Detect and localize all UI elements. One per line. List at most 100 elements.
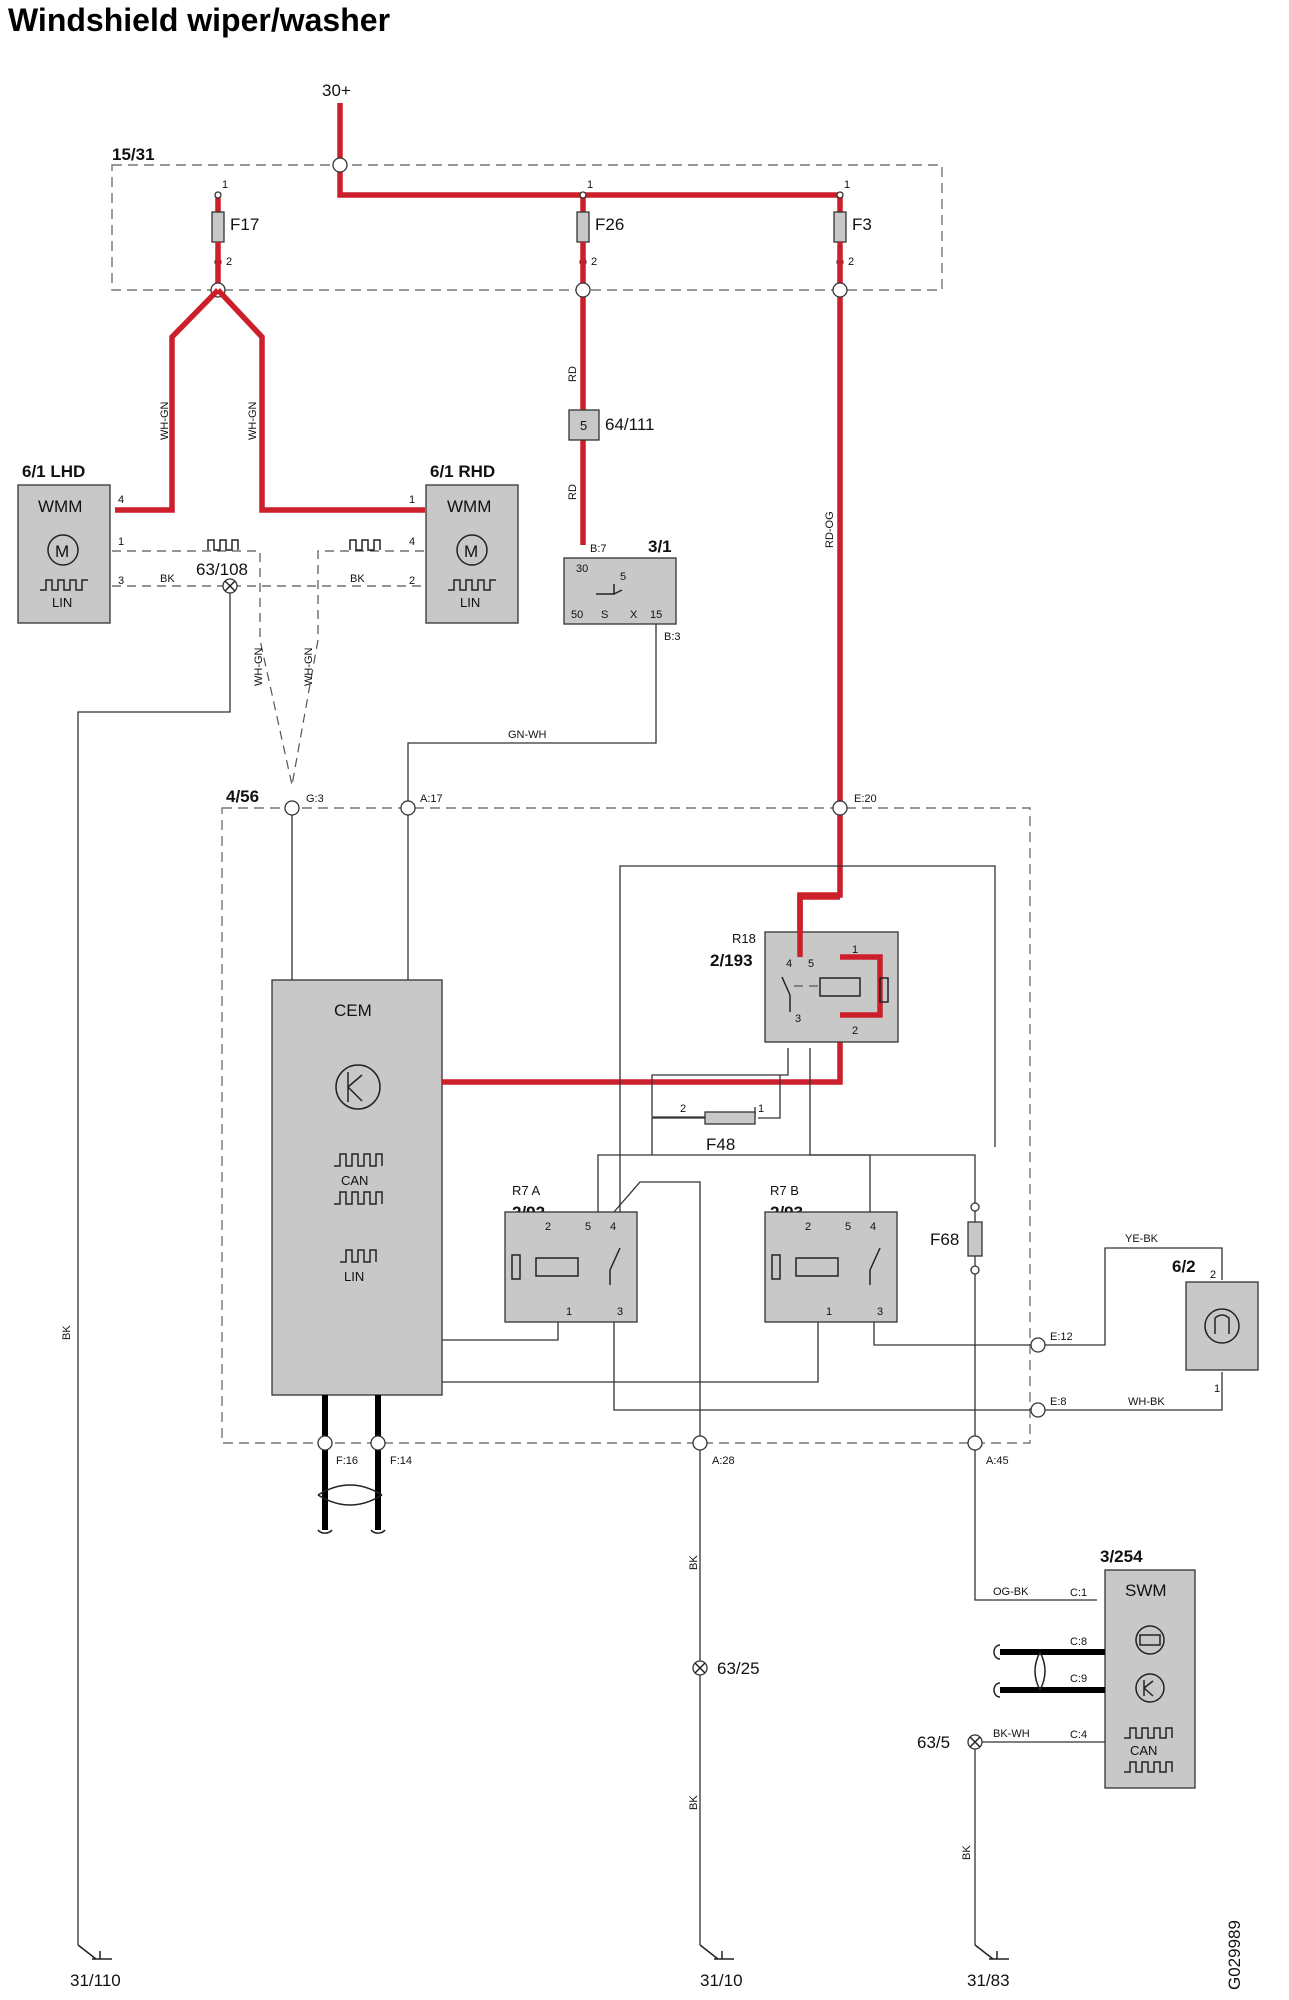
ground-31-10-label: 31/10: [700, 1971, 743, 1990]
wmm-rhd-pin-a: 1: [409, 494, 415, 506]
ground-63-25-cross: [694, 1662, 706, 1674]
cem-transistor-icon: [335, 1064, 381, 1110]
cem-pin-e20: [832, 800, 848, 816]
fuse-f68: [967, 1221, 983, 1257]
motor-6-2-pin-2: 2: [1210, 1269, 1216, 1281]
wire-wh-bk-color: WH-BK: [1128, 1396, 1165, 1408]
relay-r18-pin-2: 2: [852, 1025, 858, 1037]
wmm-lhd-id: 6/1 LHD: [22, 462, 85, 481]
wire-rd-og-color: RD-OG: [824, 511, 836, 548]
swm-can-bottom-icon: [1124, 1761, 1173, 1773]
relay-r18-pin-4: 4: [786, 958, 792, 970]
fuse-f26-label: F26: [595, 215, 624, 234]
wire-gn-wh-color: GN-WH: [508, 729, 547, 741]
wmm-rhd-motor-icon: [456, 534, 488, 566]
ground-31-110-label: 31/110: [70, 1971, 121, 1990]
relay-r18-pin-5: 5: [808, 958, 814, 970]
relay-r7b-pin-4: 4: [870, 1221, 876, 1233]
cem-pin-e12: [1030, 1337, 1046, 1353]
f26-pin-in: 1: [587, 179, 593, 191]
wire-bk-wh-color: BK-WH: [993, 1728, 1030, 1740]
cem-lin-label: LIN: [344, 1269, 364, 1284]
relay-r7a: [504, 1211, 638, 1323]
wire-wh-bk: [1045, 1372, 1223, 1411]
bk-rhd-color: BK: [350, 573, 365, 585]
swm-id: 3/254: [1100, 1547, 1143, 1566]
swm-pin-c9: C:9: [1070, 1673, 1087, 1685]
wmm-rhd-pin-b: 4: [409, 536, 415, 548]
wmm-rhd-bus: LIN: [460, 595, 480, 610]
cem-pin-a45-label: A:45: [986, 1455, 1009, 1467]
supply-label: 30+: [322, 81, 351, 100]
relay-r7a-name: R7 A: [512, 1183, 541, 1198]
ground-31-110-icon: [77, 1944, 112, 1960]
ignition-pin-30: 30: [576, 563, 588, 575]
wire-ye-bk: [1045, 1247, 1223, 1346]
f26-pin1: [579, 191, 587, 199]
f17-pin1: [214, 191, 222, 199]
f17-pin-out: 2: [226, 256, 232, 268]
relay-r7a-pin-5: 5: [585, 1221, 591, 1233]
wire-to-rhd: [215, 288, 425, 513]
wire-rhd-color: WH-GN: [247, 401, 259, 440]
cem-pin-f14-label: F:14: [390, 1455, 412, 1467]
ignition-pin-15: 15: [650, 609, 662, 621]
lin-pulse-rhd-icon: [349, 539, 381, 551]
relay-r7b-coil-icon: [795, 1257, 839, 1277]
wmm-lhd-module: [17, 484, 111, 624]
wire-og-bk-color: OG-BK: [993, 1586, 1029, 1598]
cem-frame: [221, 807, 1031, 1444]
relay-r7b-switch-icon: [869, 1247, 881, 1285]
wire-r7b-pin3-e12: [873, 1322, 1030, 1346]
swm-transistor-icon: [1135, 1673, 1165, 1703]
ground-63-5-cross: [969, 1736, 981, 1748]
ground-63-5-label: 63/5: [917, 1733, 950, 1752]
washer-motor: [1185, 1281, 1259, 1371]
relay-r7b-pin-5: 5: [845, 1221, 851, 1233]
wire-f48-r18: [758, 1075, 781, 1119]
cem-pin-a17: [400, 800, 416, 816]
lin-wire-rhd: [291, 550, 424, 786]
fuse-f48: [704, 1111, 756, 1125]
lin-rhd-color: WH-GN: [303, 647, 315, 686]
wire-rd-color-1: RD: [567, 366, 579, 382]
cem-pin-e8: [1030, 1402, 1046, 1418]
wire-bk-31-110: [77, 593, 231, 1945]
relay-r18-switch-icon: [781, 976, 791, 1012]
cem-pin-a28-label: A:28: [712, 1455, 735, 1467]
wmm-lhd-pulse-icon: [40, 579, 88, 591]
ignition-pin-s: S: [601, 609, 608, 621]
relay-r18-name: R18: [732, 931, 756, 946]
washer-motor-glyph: [1214, 1314, 1230, 1334]
relay-r7b-pin-1: 1: [826, 1306, 832, 1318]
wire-r18-to-f68: [809, 1048, 976, 1442]
ground-63-108-label: 63/108: [196, 560, 248, 579]
motor-6-2-pin-1: 1: [1214, 1383, 1220, 1395]
wmm-rhd-module: [425, 484, 519, 624]
wire-lhd-color: WH-GN: [159, 401, 171, 440]
swm-name: SWM: [1125, 1581, 1167, 1600]
cem-pin-g3: [284, 800, 300, 816]
wmm-rhd-name: WMM: [447, 497, 491, 516]
ignition-pin-5: 5: [620, 571, 626, 583]
cem-name: CEM: [334, 1001, 372, 1020]
relay-r7a-resistor-icon: [511, 1254, 521, 1280]
connector-64-111-label: 64/111: [605, 415, 654, 434]
wire-r7b-pin1-cem: [442, 1322, 819, 1383]
wmm-rhd-motor-glyph: M: [464, 542, 478, 561]
relay-r18-id: 2/193: [710, 951, 753, 970]
cem-can-label: CAN: [341, 1173, 368, 1188]
wire-bk-31-10-color-1: BK: [688, 1555, 700, 1570]
supply-node: [332, 157, 348, 173]
swm-can-top-icon: [1124, 1727, 1173, 1739]
fusebox-frame: [111, 164, 943, 291]
relay-r18-pin-1: 1: [852, 944, 858, 956]
ignition-b7: B:7: [590, 543, 607, 555]
cem-can-top-icon: [334, 1153, 383, 1167]
cem-pin-e20-label: E:20: [854, 793, 877, 805]
ground-31-10-icon: [699, 1944, 734, 1960]
wmm-lhd-bus: LIN: [52, 595, 72, 610]
wire-r7a-pin1-cem: [442, 1322, 559, 1341]
washer-motor-icon: [1204, 1308, 1240, 1344]
